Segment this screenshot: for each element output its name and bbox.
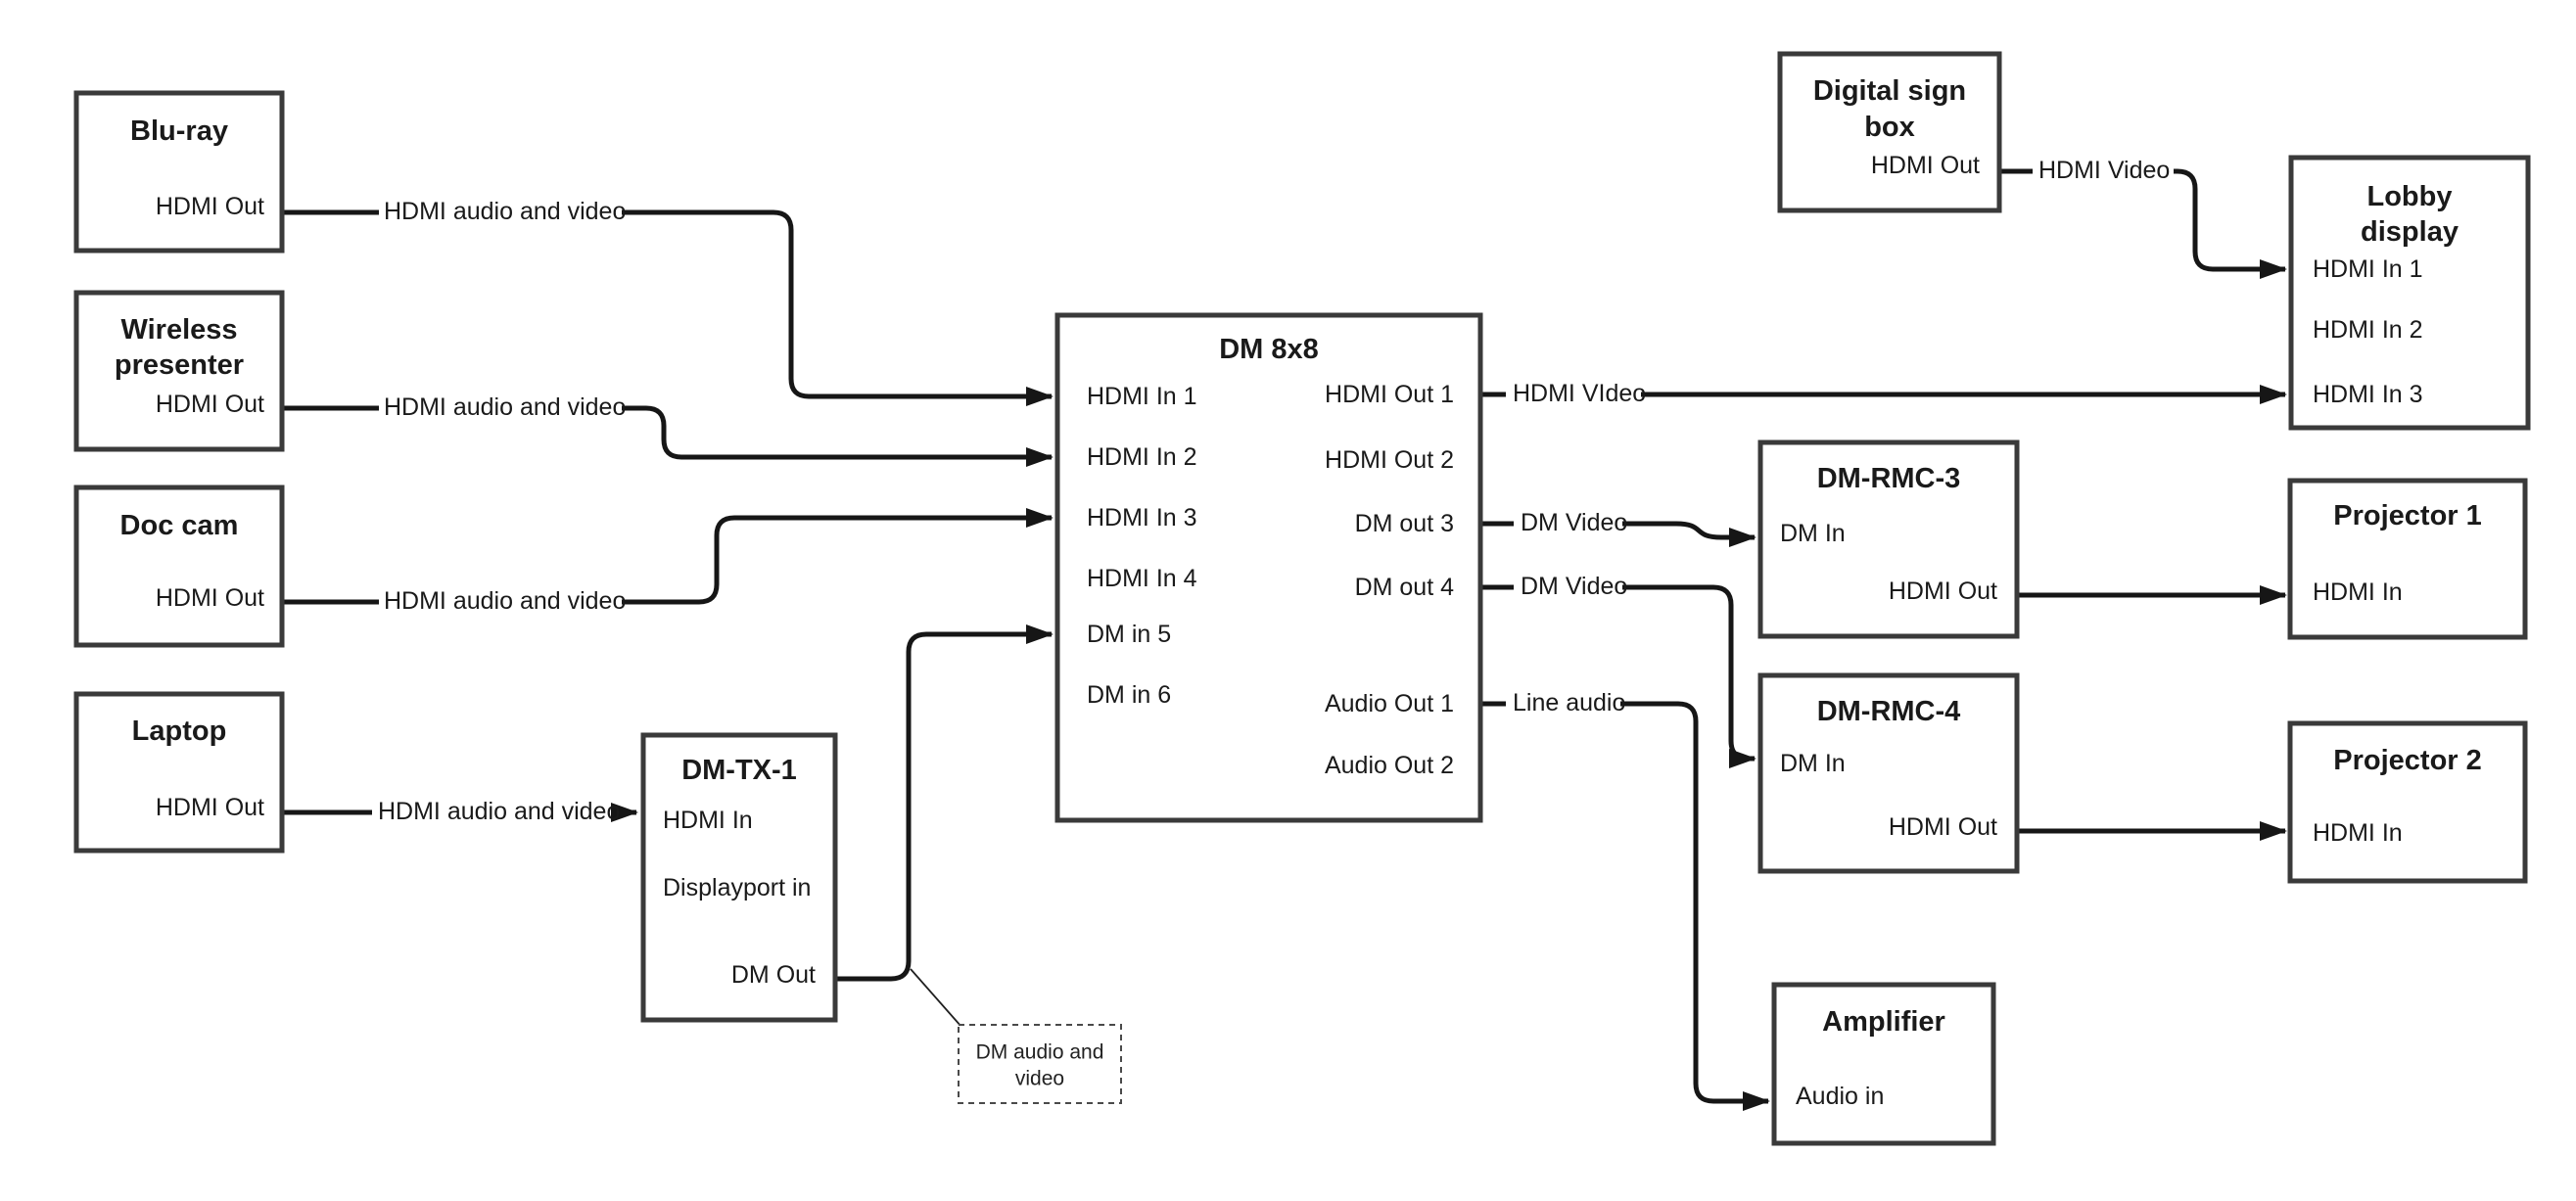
callout-dm-audio-video-line2: video bbox=[1015, 1068, 1064, 1090]
callout-dm-audio-video-box bbox=[958, 1024, 1122, 1104]
edge-labels: HDMI audio and video HDMI audio and vide… bbox=[378, 157, 2170, 825]
node-dm8x8-port-dm-in-5: DM in 5 bbox=[1087, 621, 1171, 648]
node-dmrmc3-title: DM-RMC-3 bbox=[1817, 463, 1961, 494]
node-bluray-box bbox=[73, 90, 285, 254]
node-lobby-title-line2: display bbox=[2361, 216, 2459, 248]
node-lobby-title-line1: Lobby bbox=[2367, 181, 2453, 212]
node-dmtx1-title: DM-TX-1 bbox=[681, 755, 797, 786]
node-dm8x8-port-hdmi-out-1: HDMI Out 1 bbox=[1325, 381, 1454, 408]
node-dm8x8-port-hdmi-in-4: HDMI In 4 bbox=[1087, 565, 1197, 592]
edge-label-laptop: HDMI audio and video bbox=[378, 798, 620, 825]
node-projector2-box bbox=[2287, 720, 2528, 884]
node-digital-sign-title-line1: Digital sign bbox=[1813, 75, 1966, 107]
edge-label-doccam: HDMI audio and video bbox=[384, 587, 626, 615]
node-dmrmc3-port-hdmi-out: HDMI Out bbox=[1889, 577, 1997, 605]
edge-doccam-to-dm8x8-hdmi-in-3 bbox=[622, 508, 1054, 605]
edge-digital-sign-to-lobby-hdmi-in-1 bbox=[2174, 168, 2287, 279]
edge-wireless-to-dm8x8-hdmi-in-2 bbox=[622, 405, 1054, 467]
node-digital-sign-box bbox=[1777, 51, 2002, 213]
node-digital-sign-title-line2: box bbox=[1864, 112, 1915, 143]
node-dm8x8-port-audio-out-1: Audio Out 1 bbox=[1325, 690, 1454, 717]
node-laptop-port-hdmi-out: HDMI Out bbox=[156, 794, 264, 821]
node-wireless-presenter-box bbox=[73, 290, 285, 452]
node-doccam-box bbox=[73, 485, 285, 648]
node-amplifier-box bbox=[1771, 982, 1996, 1146]
edge-dm-out3-to-dmrmc3-dm-in bbox=[1622, 521, 1756, 547]
node-wireless-port-hdmi-out: HDMI Out bbox=[156, 391, 264, 418]
node-amplifier-port-audio-in: Audio in bbox=[1796, 1083, 1884, 1110]
edge-label-hdmi-out1: HDMI VIdeo bbox=[1513, 380, 1646, 407]
node-lobby-port-hdmi-in-3: HDMI In 3 bbox=[2313, 381, 2423, 408]
edge-dmtx1-dmout-to-dm8x8-dm-in-5 bbox=[835, 624, 1054, 982]
node-lobby-port-hdmi-in-1: HDMI In 1 bbox=[2313, 255, 2423, 283]
edge-label-audio-out1: Line audio bbox=[1513, 689, 1625, 716]
node-dm8x8-port-hdmi-in-1: HDMI In 1 bbox=[1087, 383, 1197, 410]
edge-label-digital-sign: HDMI Video bbox=[2038, 157, 2170, 184]
callout-leader-line bbox=[910, 968, 962, 1028]
nodes: Blu-ray HDMI Out Wireless presenter HDMI… bbox=[73, 51, 2531, 1146]
node-lobby-display-box bbox=[2288, 155, 2531, 431]
node-doccam-title: Doc cam bbox=[120, 510, 239, 541]
node-dm8x8-box bbox=[1054, 312, 1483, 823]
node-projector1-title: Projector 1 bbox=[2333, 500, 2482, 531]
edge-label-bluray: HDMI audio and video bbox=[384, 198, 626, 225]
node-dm8x8-port-dm-in-6: DM in 6 bbox=[1087, 681, 1171, 709]
node-dm8x8-port-audio-out-2: Audio Out 2 bbox=[1325, 752, 1454, 779]
node-projector2-title: Projector 2 bbox=[2333, 745, 2482, 776]
edge-bluray-to-dm8x8-hdmi-in-1 bbox=[622, 209, 1054, 406]
node-dm8x8-port-dm-out-4: DM out 4 bbox=[1355, 574, 1455, 601]
edge-label-wireless: HDMI audio and video bbox=[384, 393, 626, 421]
callout-dm-audio-video-line1: DM audio and bbox=[976, 1041, 1104, 1064]
node-bluray-port-hdmi-out: HDMI Out bbox=[156, 193, 264, 220]
node-wireless-presenter-title-line2: presenter bbox=[115, 349, 244, 381]
node-dmrmc4-port-dm-in: DM In bbox=[1780, 750, 1846, 777]
node-amplifier-title: Amplifier bbox=[1822, 1006, 1945, 1038]
edge-audio-out1-to-amplifier bbox=[1620, 701, 1770, 1111]
edge-label-dm-out4: DM Video bbox=[1521, 573, 1627, 600]
node-dm8x8-port-dm-out-3: DM out 3 bbox=[1355, 510, 1454, 537]
node-projector2-port-hdmi-in: HDMI In bbox=[2313, 819, 2403, 847]
node-dmrmc3-port-dm-in: DM In bbox=[1780, 520, 1846, 547]
node-wireless-presenter-title-line1: Wireless bbox=[120, 314, 237, 346]
node-dm8x8-title: DM 8x8 bbox=[1219, 334, 1319, 365]
node-dmtx1-port-displayport-in: Displayport in bbox=[663, 874, 811, 901]
edges bbox=[282, 168, 2287, 1111]
node-lobby-port-hdmi-in-2: HDMI In 2 bbox=[2313, 316, 2423, 344]
node-projector1-box bbox=[2287, 478, 2528, 640]
node-dmtx1-box bbox=[640, 732, 838, 1023]
node-laptop-title: Laptop bbox=[132, 716, 227, 747]
node-dm8x8-port-hdmi-out-2: HDMI Out 2 bbox=[1325, 446, 1454, 474]
node-dm8x8-port-hdmi-in-2: HDMI In 2 bbox=[1087, 443, 1197, 471]
node-dmrmc3-box bbox=[1757, 439, 2020, 639]
node-dmtx1-port-hdmi-in: HDMI In bbox=[663, 807, 753, 834]
node-dmrmc4-title: DM-RMC-4 bbox=[1817, 696, 1961, 727]
edge-label-dm-out3: DM Video bbox=[1521, 509, 1627, 536]
node-bluray-title: Blu-ray bbox=[130, 115, 228, 147]
node-dm8x8-port-hdmi-in-3: HDMI In 3 bbox=[1087, 504, 1197, 531]
node-dmtx1-port-dm-out: DM Out bbox=[731, 961, 816, 989]
edge-dm-out4-to-dmrmc4-dm-in bbox=[1622, 584, 1756, 768]
node-dmrmc4-port-hdmi-out: HDMI Out bbox=[1889, 813, 1997, 841]
node-projector1-port-hdmi-in: HDMI In bbox=[2313, 578, 2403, 606]
node-dmrmc4-box bbox=[1757, 672, 2020, 874]
node-digital-sign-port-hdmi-out: HDMI Out bbox=[1871, 152, 1980, 179]
node-laptop-box bbox=[73, 691, 285, 854]
node-doccam-port-hdmi-out: HDMI Out bbox=[156, 584, 264, 612]
